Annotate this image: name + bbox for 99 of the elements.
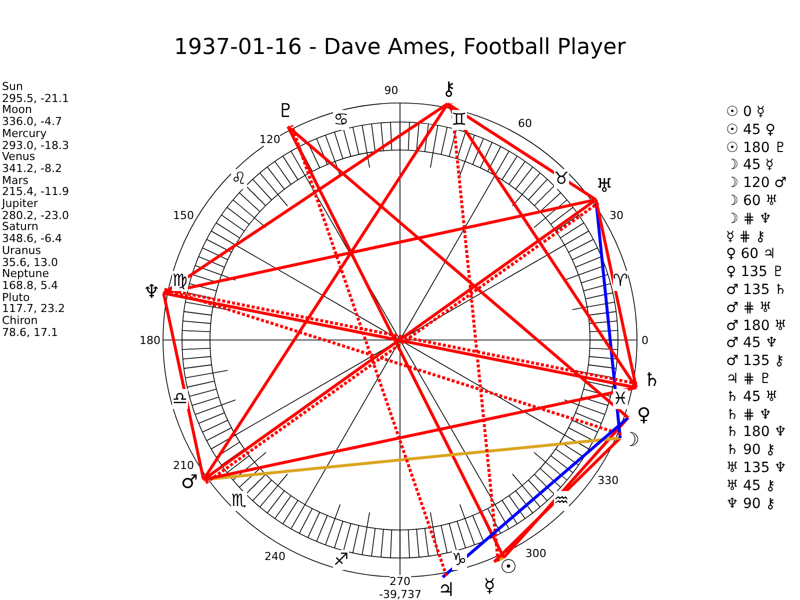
position-value: 35.6, 13.0 <box>2 256 58 268</box>
degree-label: 300 <box>525 546 546 560</box>
aspect-line <box>287 125 630 419</box>
aspect-line <box>164 288 622 436</box>
degree-label: 0 <box>642 334 648 346</box>
planet-name: Jupiter <box>2 197 38 210</box>
aspect-line <box>163 198 596 295</box>
zodiac-sign-symbol: ♏ <box>231 491 247 512</box>
zodiac-sign-symbol: ♐ <box>333 550 349 570</box>
planet-name: Chiron <box>2 314 38 327</box>
position-value: 341.2, -8.2 <box>2 162 62 175</box>
position-value: 78.6, 17.1 <box>2 326 58 339</box>
planet-name: Moon <box>2 103 32 116</box>
position-value: 117.7, 23.2 <box>2 302 65 316</box>
aspect-line <box>446 102 638 388</box>
planet-symbol: ☽ <box>621 430 642 450</box>
position-value: 336.0, -4.7 <box>2 115 62 128</box>
planet-name: Mars <box>2 174 28 187</box>
aspect-line <box>203 436 620 482</box>
aspect-entry: ♄ 45 ♅ <box>726 388 778 405</box>
planet-name: Uranus <box>2 244 41 257</box>
position-value: 295.5, -21.1 <box>2 92 69 105</box>
aspect-entry: ☽ 60 ♅ <box>726 193 778 209</box>
aspect-entry: ♂ 180 ♅ <box>726 318 787 334</box>
aspect-line <box>446 102 597 201</box>
chart-value-label: -39,737 <box>379 588 422 600</box>
aspect-line <box>450 103 500 562</box>
degree-label: 90 <box>384 84 398 97</box>
aspect-entry: ♀ 135 ♇ <box>726 264 784 280</box>
aspect-entry: ♂ ⋕ ♅ <box>726 300 772 316</box>
planet-name: Neptune <box>2 267 50 280</box>
degree-label: 150 <box>172 208 194 222</box>
zodiac-sign-symbol: ♑ <box>452 550 467 570</box>
position-value: 348.6, -6.4 <box>2 232 62 246</box>
degree-label: 210 <box>172 458 194 472</box>
position-value: 280.2, -23.0 <box>2 208 69 222</box>
chart-title: 1937-01-16 - Dave Ames, Football Player <box>174 34 626 60</box>
zodiac-sign-symbol: ♌ <box>231 168 247 189</box>
aspect-line <box>162 102 448 294</box>
planet-name: Sun <box>2 80 23 93</box>
degree-label: 180 <box>140 334 160 346</box>
aspect-line <box>290 124 448 576</box>
position-value: 293.0, -18.3 <box>2 138 69 152</box>
position-value: 168.8, 5.4 <box>2 278 58 292</box>
zodiac-sign-symbol: ♍ <box>172 270 188 291</box>
planet-symbol: ♃ <box>436 580 456 600</box>
aspect-line <box>594 199 638 388</box>
aspect-line <box>442 416 630 578</box>
zodiac-sign-symbol: ♓ <box>612 389 628 409</box>
zodiac-sign-symbol: ♈ <box>612 270 628 291</box>
zodiac-sign-symbol: ♒ <box>554 491 569 512</box>
aspect-line <box>286 126 506 558</box>
planet-symbol: ♂ <box>179 472 200 492</box>
planet-symbol: ♄ <box>642 370 662 390</box>
aspect-entry: ☽ 120 ♂ <box>726 175 787 192</box>
position-value: 215.4, -11.9 <box>2 185 69 198</box>
aspect-entry: ♂ 135 ♄ <box>726 282 787 298</box>
degree-label: 30 <box>610 208 624 222</box>
planet-name: Venus <box>2 150 36 164</box>
aspect-entry: ☽ 45 ☿ <box>726 157 774 174</box>
aspect-entry: ☽ ⋕ ♆ <box>726 210 772 227</box>
planet-symbol: ♆ <box>142 282 162 302</box>
aspect-entry: ♄ ⋕ ♆ <box>726 406 772 423</box>
aspect-entry: ♂ 45 ♆ <box>726 335 778 352</box>
planet-symbol: ⚷ <box>438 78 459 99</box>
aspect-entry: ☿ ⋕ ⚷ <box>726 228 766 245</box>
aspect-entry: ♀ 60 ♃ <box>726 246 776 262</box>
planet-name: Saturn <box>2 220 38 234</box>
aspect-entry: ♄ 180 ♆ <box>726 424 787 440</box>
degree-label: 240 <box>264 550 286 563</box>
degree-label: 330 <box>598 474 619 487</box>
aspect-entry: ♅ 135 ♆ <box>726 460 787 476</box>
zodiac-sign-symbol: ♋ <box>333 110 349 130</box>
planet-symbol: ♀ <box>634 404 654 425</box>
aspect-line <box>502 416 630 559</box>
aspect-line <box>162 292 206 480</box>
aspect-entry: ☉ 45 ♀ <box>726 122 776 138</box>
degree-label: 270 <box>390 574 410 588</box>
aspect-entry: ☉ 0 ☿ <box>726 104 765 120</box>
zodiac-sign-symbol: ♊ <box>452 110 467 130</box>
zodiac-sign-symbol: ♎ <box>172 389 188 409</box>
planet-symbol: ☉ <box>498 557 518 578</box>
aspect-entry: ♂ 135 ⚷ <box>726 353 784 370</box>
aspect-entry: ☉ 180 ♇ <box>726 140 787 156</box>
degree-label: 120 <box>259 133 280 146</box>
aspect-line <box>494 556 504 564</box>
planet-name: Pluto <box>2 290 30 304</box>
planet-name: Mercury <box>2 126 47 140</box>
planet-symbol: ☿ <box>480 576 500 596</box>
aspect-entry: ♄ 90 ⚷ <box>726 442 776 458</box>
planet-symbol: ♅ <box>594 176 614 196</box>
aspect-entry: ♃ ⋕ ♇ <box>726 371 772 387</box>
zodiac-sign-symbol: ♉ <box>554 168 569 189</box>
aspect-entry: ♆ 90 ⚷ <box>726 496 776 512</box>
aspect-line <box>493 436 622 563</box>
aspect-entry: ♅ 45 ⚷ <box>726 478 776 494</box>
planet-symbol: ♇ <box>276 100 296 121</box>
aspect-line <box>203 386 637 482</box>
degree-label: 60 <box>518 116 532 130</box>
